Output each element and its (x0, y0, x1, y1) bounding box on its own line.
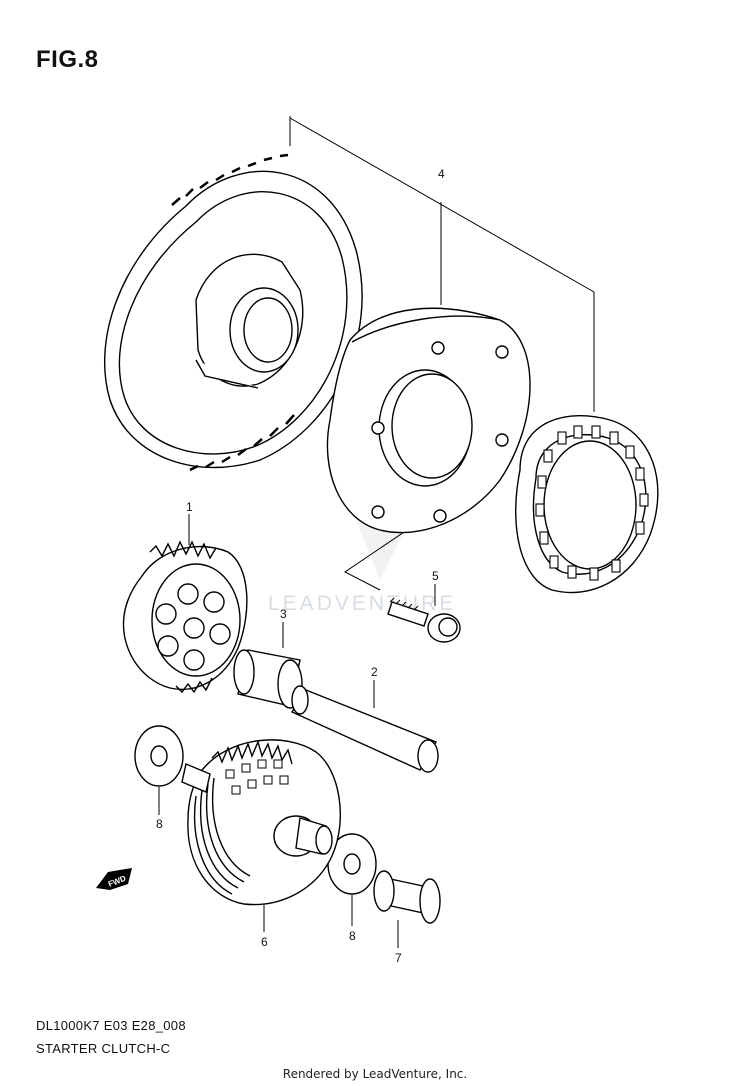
part-label-7: 7 (395, 951, 402, 965)
torque-limiter (181, 739, 342, 906)
part-label-8-right: 8 (349, 929, 356, 943)
model-code: DL1000K7 E03 E28_008 (36, 1018, 186, 1033)
bushing-small (373, 870, 441, 924)
starter-idle-gear (122, 540, 248, 694)
leader-lines (158, 116, 595, 948)
idle-gear-shaft (290, 685, 439, 773)
svg-text:LEADVENTURE: LEADVENTURE (268, 592, 456, 615)
part-label-3: 3 (280, 607, 287, 621)
diagram-name: STARTER CLUTCH-C (36, 1041, 171, 1056)
washer-left (134, 725, 184, 787)
part-label-4: 4 (438, 167, 445, 181)
bushing (233, 649, 303, 709)
part-number-labels: 4 1 5 3 2 8 6 8 7 (156, 167, 445, 965)
washer-right (327, 833, 377, 895)
figure-title: FIG.8 (36, 46, 99, 73)
bolt (387, 597, 461, 643)
starter-driven-gear (103, 153, 363, 472)
render-credit: Rendered by LeadVenture, Inc. (282, 1067, 468, 1081)
part-label-5: 5 (432, 569, 439, 583)
part-label-2: 2 (371, 665, 378, 679)
part-label-1: 1 (186, 500, 193, 514)
part-label-8-left: 8 (156, 817, 163, 831)
part-label-6: 6 (261, 935, 268, 949)
sprag-bearing (515, 415, 659, 594)
fwd-arrow-icon: FWD (96, 868, 132, 890)
one-way-clutch-assembly (326, 307, 531, 534)
